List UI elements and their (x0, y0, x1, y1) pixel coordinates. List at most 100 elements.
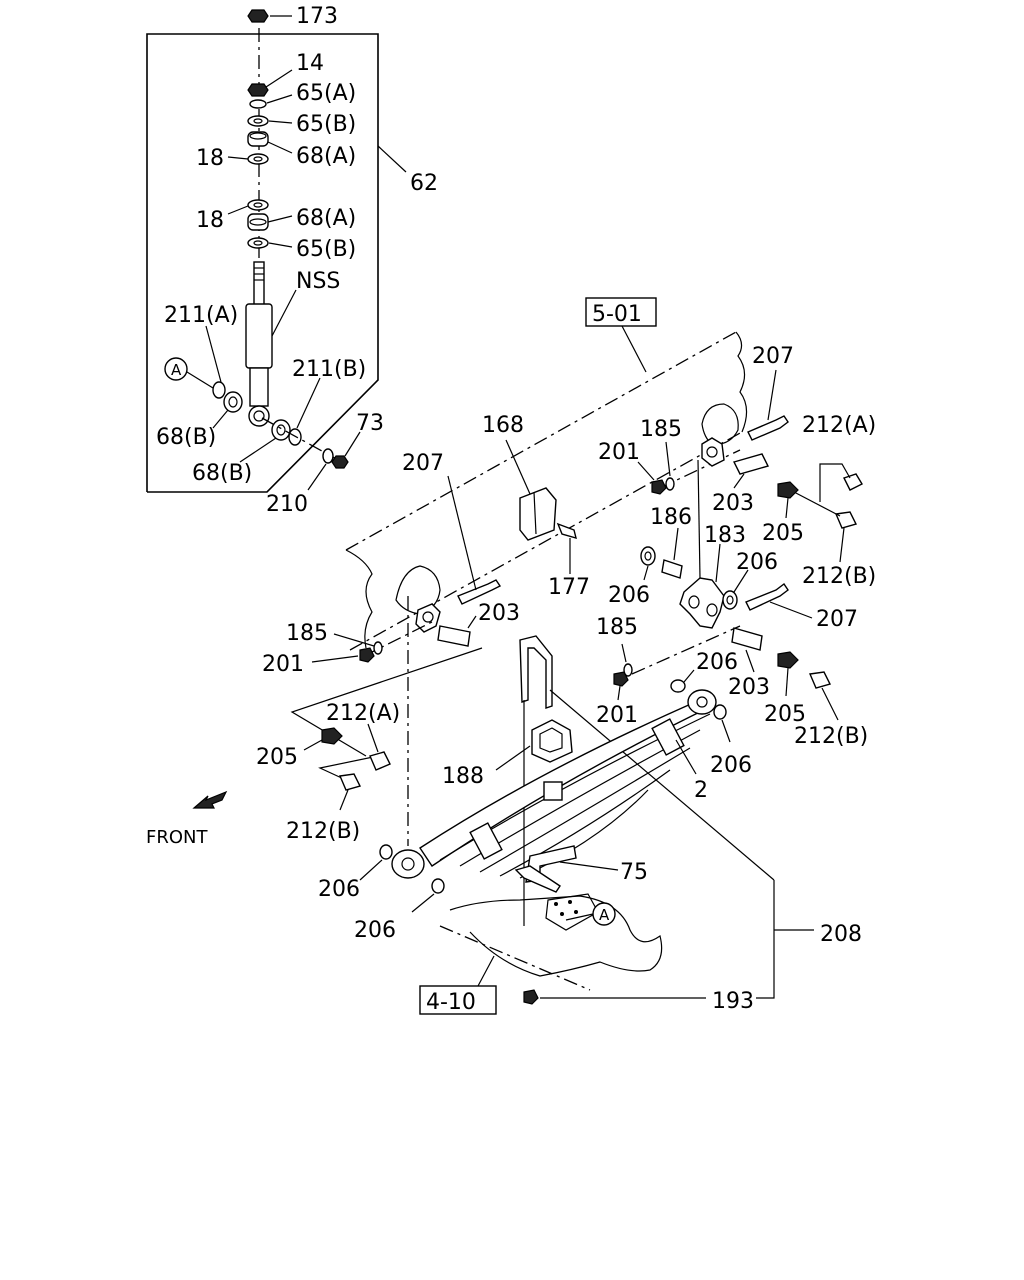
u-bolt-208 (519, 635, 553, 709)
callout-205-top: 205 (762, 521, 804, 546)
grease-fitting-212a-top (843, 473, 863, 491)
ref-box-4-10 (419, 985, 497, 1015)
callout-193: 193 (712, 989, 754, 1014)
callout-185-mid: 185 (596, 615, 638, 640)
callout-212b-left: 212(B) (286, 819, 360, 844)
nut-201-left (359, 647, 375, 663)
nut-73 (331, 455, 349, 469)
washer-18-1 (247, 153, 269, 165)
callout-203-mid: 203 (728, 675, 770, 700)
callout-206-m2: 206 (696, 650, 738, 675)
bushing-68a-2 (247, 213, 269, 231)
washer-211a (212, 381, 226, 399)
callout-212b-top: 212(B) (802, 564, 876, 589)
shock-absorber-group: 173 14 65(A) 65(B) 68(A) 18 18 68(A (146, 4, 438, 517)
fitting-205-left (321, 727, 343, 745)
callout-2: 2 (694, 778, 708, 803)
callout-203-top: 203 (712, 491, 754, 516)
bushing-68b-1 (223, 391, 243, 413)
bushing-203-left (437, 625, 471, 647)
front-arrow-icon (192, 790, 228, 809)
callout-68b-2: 68(B) (192, 461, 252, 486)
washer-210 (322, 448, 334, 464)
callout-14: 14 (296, 51, 324, 76)
bushing-203-mid (731, 627, 763, 651)
spring-eye-front (391, 849, 425, 879)
shackle-183 (679, 577, 725, 629)
callout-212a-top: 212(A) (802, 413, 876, 438)
callout-62: 62 (410, 171, 438, 196)
circle-ref-a-left (164, 357, 188, 381)
fitting-205-mid (777, 651, 799, 669)
ref-5-01: 5-01 (592, 302, 642, 327)
callout-168: 168 (482, 413, 524, 438)
shock-absorber-body (245, 261, 273, 427)
callout-183: 183 (704, 523, 746, 548)
callout-208: 208 (820, 922, 862, 947)
callout-201-mid: 201 (596, 703, 638, 728)
washer-185-top (665, 477, 675, 491)
bolt-207-left (457, 579, 502, 605)
grease-fitting-212b-mid (808, 671, 832, 689)
callout-206-r: 206 (710, 753, 752, 778)
callout-185-top: 185 (640, 417, 682, 442)
svg-text:A: A (599, 906, 610, 924)
callout-73: 73 (356, 411, 384, 436)
callout-201-top: 201 (598, 440, 640, 465)
callout-210: 210 (266, 492, 308, 517)
callout-65a-1: 65(A) (296, 81, 356, 106)
callout-206-mid: 206 (736, 550, 778, 575)
bolt-177 (556, 522, 577, 540)
callout-173: 173 (296, 4, 338, 29)
washer-65a-1 (249, 99, 267, 109)
grease-fitting-212b-top (834, 511, 858, 529)
grease-fitting-212b-left (338, 773, 362, 791)
callout-18-2: 18 (196, 208, 224, 233)
washer-206-m2 (670, 679, 686, 693)
callout-211b: 211(B) (292, 357, 366, 382)
callout-68a-1: 68(A) (296, 144, 356, 169)
callout-207-left: 207 (402, 451, 444, 476)
pin-186 (661, 559, 683, 579)
front-label: FRONT (146, 827, 208, 848)
callout-205-mid: 205 (764, 702, 806, 727)
callout-68b-1: 68(B) (156, 425, 216, 450)
callout-65b-2: 65(B) (296, 237, 356, 262)
callout-185-left: 185 (286, 621, 328, 646)
axle-seat-group: 75 A 4-10 193 (419, 845, 754, 1015)
washer-185-mid (623, 663, 633, 677)
grease-fitting-212a-left (369, 751, 391, 771)
nut-201-mid (613, 671, 629, 687)
bushing-68b-2 (271, 419, 291, 441)
callout-18-1: 18 (196, 146, 224, 171)
bushing-203-top (732, 453, 770, 475)
callout-211a: 211(A) (164, 303, 238, 328)
bolt-207-top (747, 415, 789, 441)
ref-4-10: 4-10 (426, 990, 476, 1015)
front-direction-indicator: FRONT (146, 790, 228, 848)
washer-206-l (640, 546, 656, 566)
callout-186: 186 (650, 505, 692, 530)
leaf-spring-assembly: 208 188 2 206 206 206 (318, 635, 862, 999)
callout-188: 188 (442, 764, 484, 789)
callout-207-r: 207 (816, 607, 858, 632)
svg-text:A: A (171, 361, 182, 379)
washer-18-2 (247, 199, 269, 211)
callout-205-left: 205 (256, 745, 298, 770)
callout-206-b1: 206 (318, 877, 360, 902)
callout-65b-1: 65(B) (296, 112, 356, 137)
washer-65b-2 (247, 237, 269, 249)
washer-206-r (713, 704, 727, 720)
callout-68a-2: 68(A) (296, 206, 356, 231)
washer-206-mid (722, 590, 738, 610)
washer-211b (288, 428, 302, 446)
front-hanger-group: 207 203 185 201 205 212(A) 212(B) (256, 451, 520, 846)
washer-65b-1 (247, 115, 269, 127)
callout-203-left: 203 (478, 601, 520, 626)
spring-eye-rear (687, 689, 717, 715)
callout-206-b2: 206 (354, 918, 396, 943)
nut-201-top (651, 479, 667, 495)
fitting-205-top (777, 481, 799, 499)
callout-206-l: 206 (608, 583, 650, 608)
frame-rail: 5-01 (345, 297, 748, 651)
